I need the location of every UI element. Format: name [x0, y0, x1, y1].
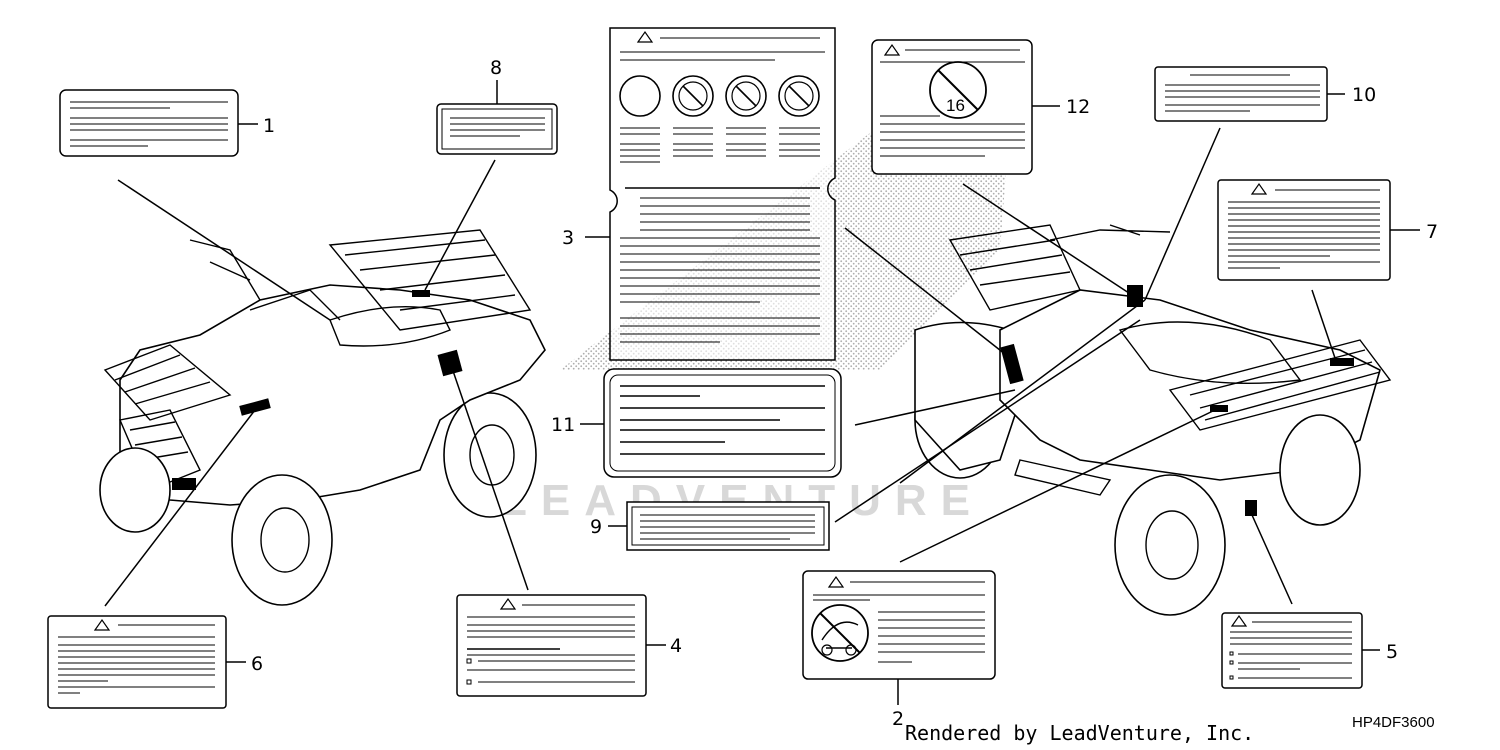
- atv-left-front-view: [99, 229, 546, 606]
- warning-triangle-icon: [636, 30, 654, 43]
- label-7: [1217, 179, 1391, 281]
- callout-4: 4: [670, 635, 682, 657]
- label-8: [436, 103, 558, 155]
- render-credit: Rendered by LeadVenture, Inc.: [905, 721, 1254, 745]
- label-12: 16: [871, 39, 1033, 175]
- label-11: [603, 368, 842, 478]
- callout-numbers: 1 8 3 12 10 7 11 9 6 4 2 5: [251, 57, 1438, 730]
- warning-triangle-icon: [93, 618, 111, 631]
- callout-10: 10: [1352, 84, 1376, 106]
- warning-triangle-icon: [1230, 614, 1248, 627]
- callout-1: 1: [263, 115, 275, 137]
- callout-11: 11: [551, 414, 575, 436]
- callout-3: 3: [562, 227, 574, 249]
- callout-9: 9: [590, 516, 602, 538]
- label-5: [1221, 612, 1363, 689]
- warning-triangle-icon: [827, 575, 845, 588]
- label-2: [802, 570, 996, 680]
- diagram-code: HP4DF3600: [1352, 714, 1435, 731]
- label-3: [609, 27, 836, 361]
- label-10: [1154, 66, 1328, 122]
- callout-12: 12: [1066, 96, 1090, 118]
- label-1: [59, 89, 239, 157]
- no-passenger-icon: [811, 604, 869, 662]
- label-4: [456, 594, 647, 697]
- callout-7: 7: [1426, 221, 1438, 243]
- prohibition-sign-icon: [725, 75, 767, 117]
- leader-lines: [104, 80, 1420, 705]
- callout-2: 2: [892, 708, 904, 730]
- prohibition-sign-icon: [778, 75, 820, 117]
- warning-triangle-icon: [499, 597, 517, 610]
- warning-triangle-icon: [883, 43, 901, 56]
- warning-triangle-icon: [1250, 182, 1268, 195]
- label-9: [626, 501, 830, 551]
- prohibition-sign-icon: [672, 75, 714, 117]
- age-restriction-icon: 16: [929, 61, 987, 119]
- label-6: [47, 615, 227, 709]
- callout-8: 8: [490, 57, 502, 79]
- prohibition-sign-icon: [619, 75, 661, 117]
- callout-5: 5: [1386, 641, 1398, 663]
- callout-6: 6: [251, 653, 263, 675]
- age-restriction-number: 16: [946, 96, 965, 115]
